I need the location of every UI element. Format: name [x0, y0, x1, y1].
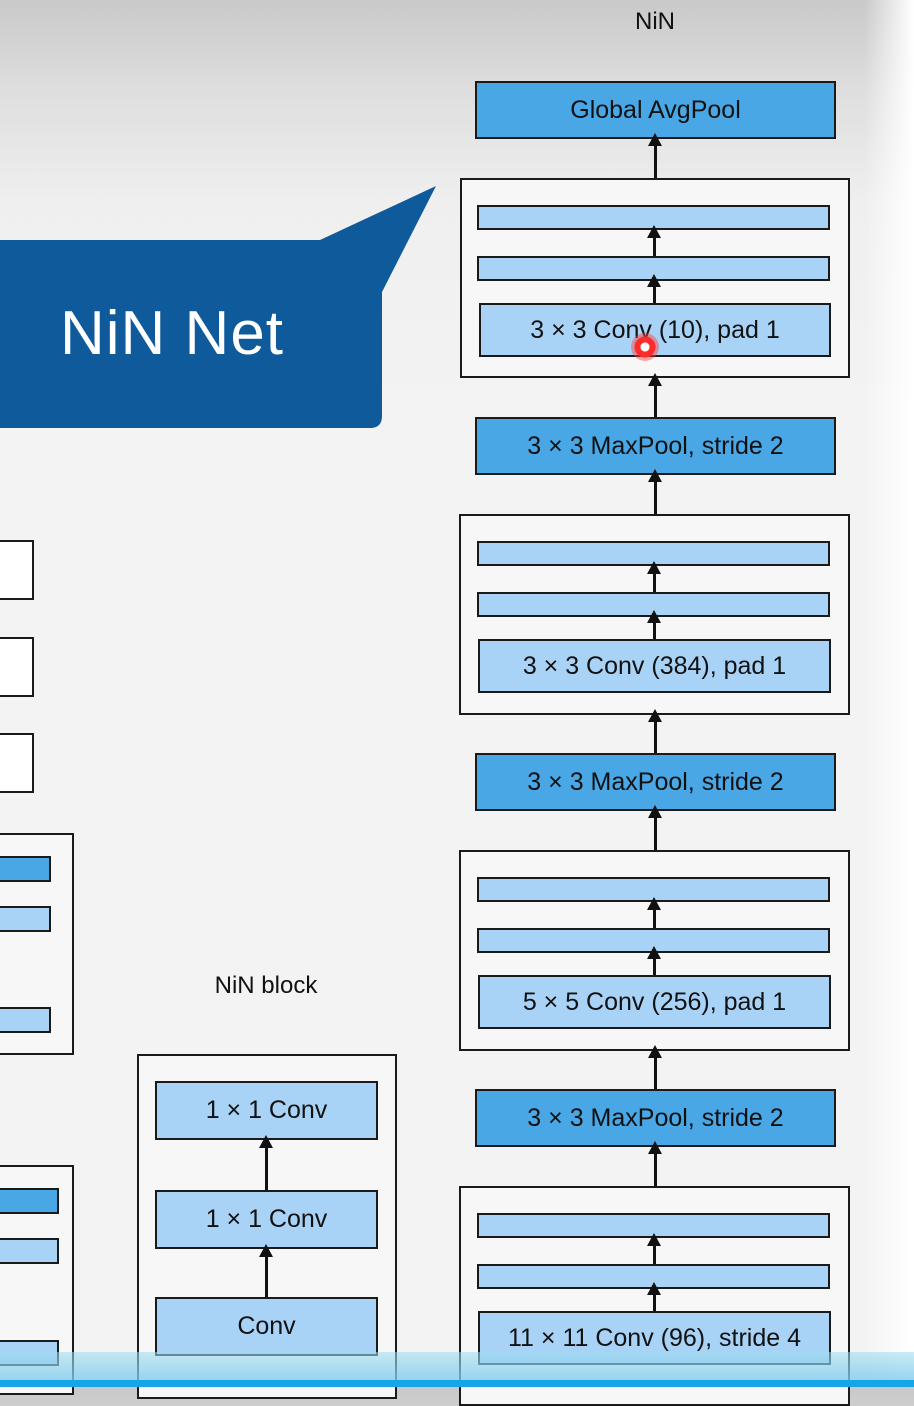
partial-bar — [0, 1188, 59, 1214]
callout-text: NiN Net — [60, 299, 285, 368]
flow-arrow — [648, 133, 662, 179]
flow-arrow — [648, 805, 662, 851]
right-edge-fade — [864, 0, 914, 1387]
flow-arrow — [648, 1045, 662, 1091]
partial-bar — [0, 1238, 59, 1264]
laser-pointer-icon — [631, 333, 659, 361]
flow-arrow — [647, 274, 661, 304]
maxpool-1-box: 3 × 3 MaxPool, stride 2 — [475, 1089, 836, 1147]
block-2-conv: 5 × 5 Conv (256), pad 1 — [478, 975, 831, 1029]
flow-arrow — [259, 1244, 273, 1297]
flow-arrow — [647, 1282, 661, 1312]
flow-arrow — [647, 610, 661, 640]
flow-arrow — [648, 709, 662, 755]
nin-block-top-conv: 1 × 1 Conv — [155, 1081, 378, 1140]
partial-bar — [0, 856, 51, 882]
maxpool-3-box: 3 × 3 MaxPool, stride 2 — [475, 417, 836, 475]
nin-block-middle-conv: 1 × 1 Conv — [155, 1190, 378, 1249]
flow-arrow — [648, 1141, 662, 1187]
flow-arrow — [647, 946, 661, 976]
maxpool-2-box: 3 × 3 MaxPool, stride 2 — [475, 753, 836, 811]
nin-block-title: NiN block — [214, 972, 318, 999]
flow-arrow — [648, 469, 662, 515]
flow-arrow — [647, 1233, 661, 1264]
partial-box — [0, 733, 34, 793]
global-avgpool-box: Global AvgPool — [475, 81, 836, 139]
partial-box — [0, 540, 34, 600]
partial-box — [0, 637, 34, 697]
callout-banner — [0, 186, 436, 428]
flow-arrow — [648, 373, 662, 419]
partial-bar — [0, 1007, 51, 1033]
video-progress-bar[interactable] — [0, 1380, 914, 1387]
flow-arrow — [647, 897, 661, 928]
flow-arrow — [647, 561, 661, 592]
nin-title: NiN — [635, 8, 675, 35]
flow-arrow — [647, 225, 661, 256]
flow-arrow — [259, 1135, 273, 1190]
nin-block-bottom-conv: Conv — [155, 1297, 378, 1356]
partial-bar — [0, 906, 51, 932]
block-3-conv: 3 × 3 Conv (384), pad 1 — [478, 639, 831, 693]
